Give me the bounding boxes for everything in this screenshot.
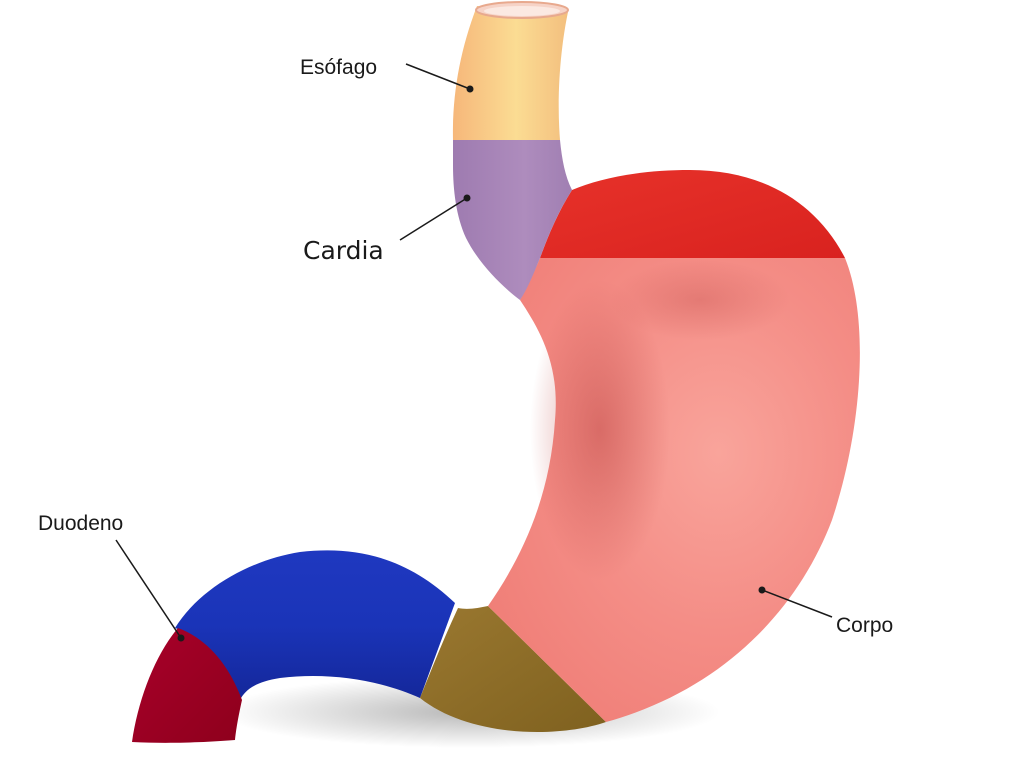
antro-segment [420, 606, 606, 732]
corpo-leader-line [761, 589, 833, 618]
bulbo-segment [132, 628, 242, 743]
cardia-leader-dot [463, 194, 471, 202]
cardia-label: Cardia [303, 236, 384, 265]
corpo-inner-shading-upper [610, 260, 790, 340]
esofago-leader-line [405, 63, 471, 90]
esofago-segment [452, 6, 568, 140]
duodeno-label: Duodeno [38, 512, 124, 535]
corpo-inner-shading [530, 280, 670, 580]
esofago-leader-dot [466, 85, 474, 93]
cardia-leader-line [399, 197, 468, 241]
esofago-opening-inner [484, 6, 560, 16]
esofago-label: Esófago [300, 56, 378, 79]
duodeno-segment [175, 550, 455, 700]
duodeno-leader-dot [177, 634, 185, 642]
corpo-label: Corpo [836, 614, 894, 637]
corpo-leader-dot [758, 586, 766, 594]
cardia-segment [453, 140, 572, 300]
fundo-segment [540, 170, 845, 258]
duodeno-leader-line [115, 539, 182, 639]
